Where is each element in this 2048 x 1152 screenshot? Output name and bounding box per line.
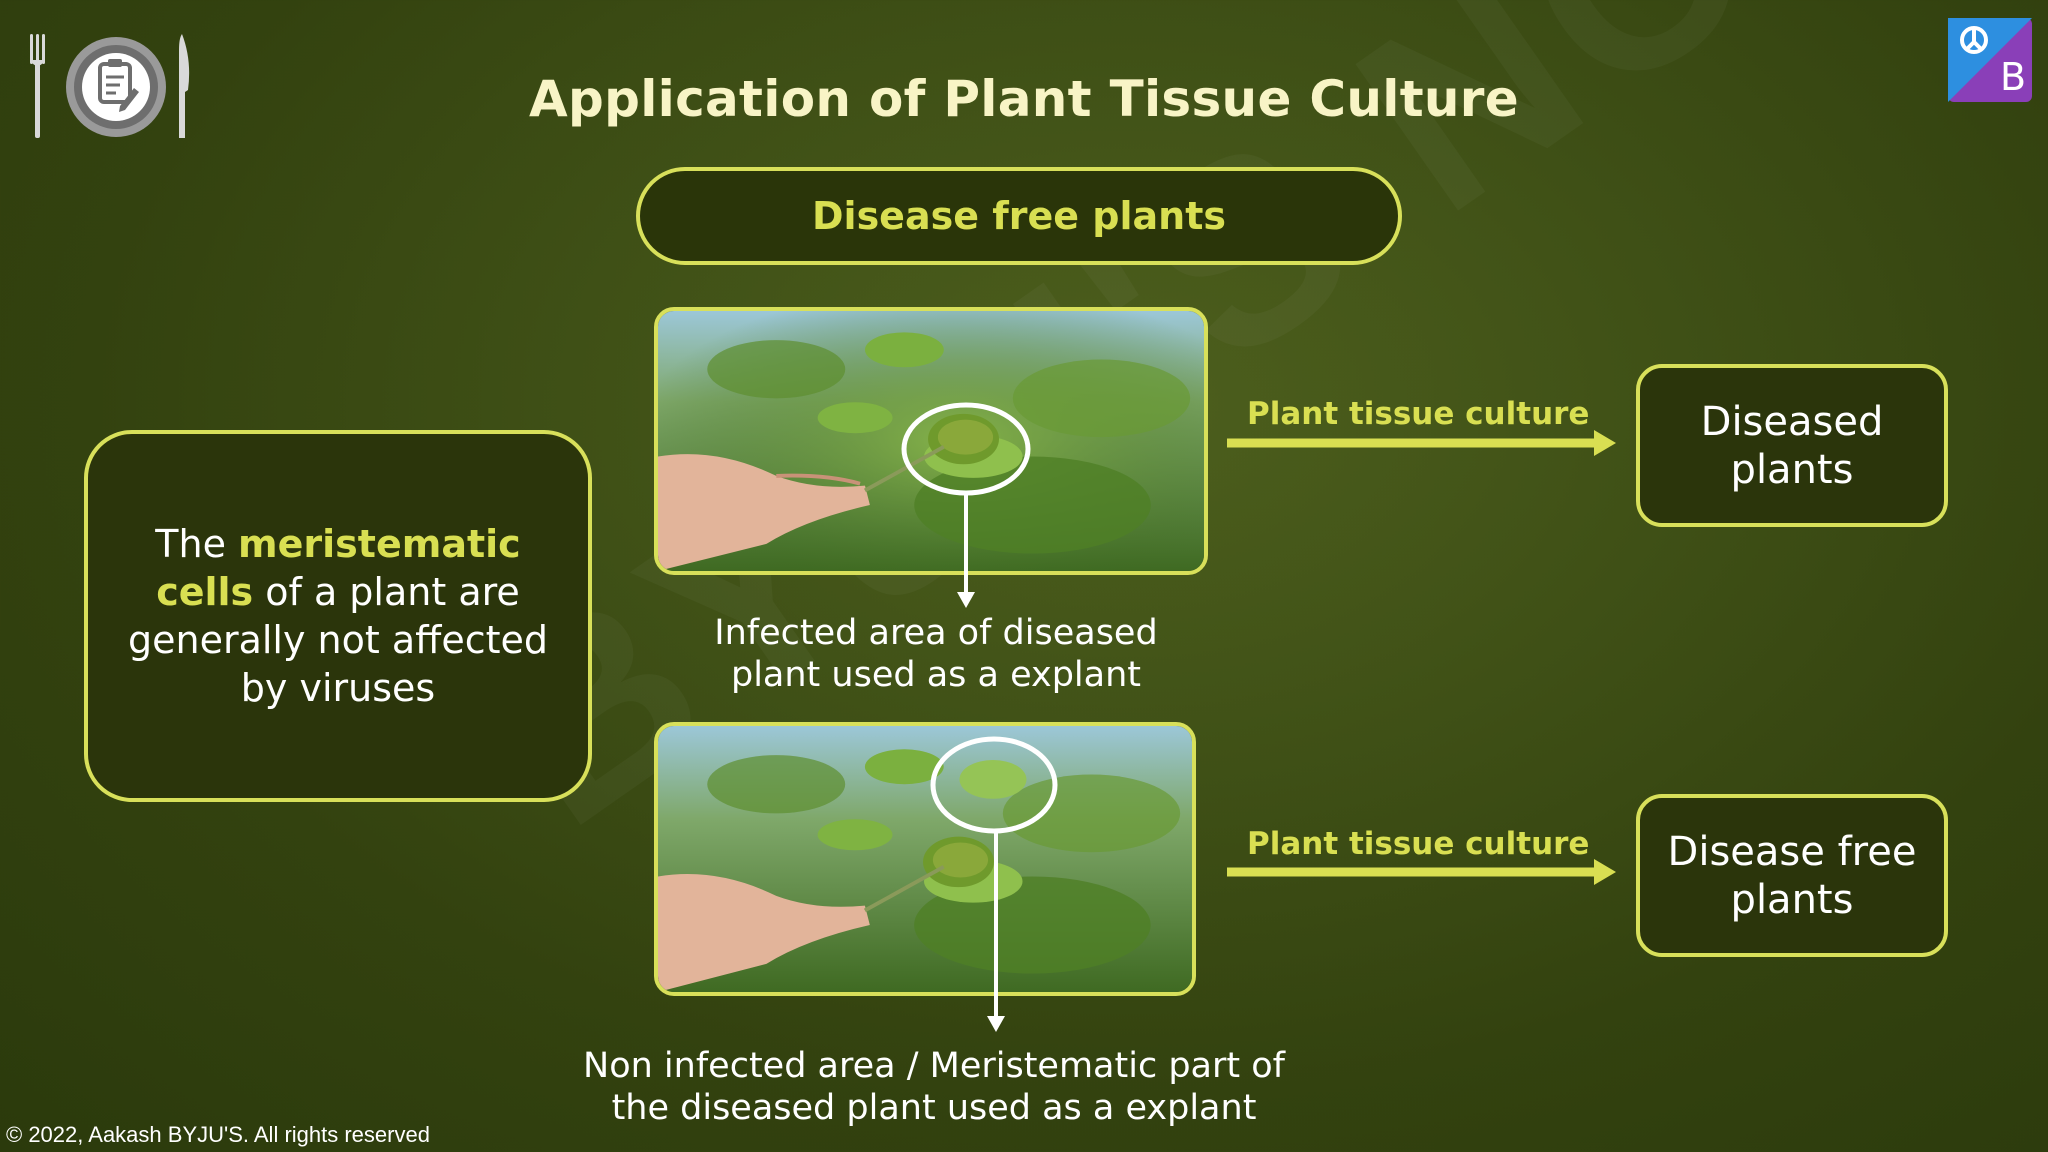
svg-text:B: B: [2000, 55, 2026, 99]
copyright-text: © 2022, Aakash BYJU'S. All rights reserv…: [6, 1122, 430, 1147]
arrow-label-bottom: Plant tissue culture: [1247, 826, 1590, 862]
caption-infected-line1: Infected area of diseased: [714, 613, 1158, 653]
info-text-post: of a plant are generally not affected by…: [127, 570, 548, 710]
info-text-pre: The: [155, 522, 239, 566]
byjus-logo-icon: B: [1948, 18, 2032, 102]
caption-infected-line2: plant used as a explant: [730, 655, 1142, 695]
page-title: Application of Plant Tissue Culture: [529, 70, 1519, 128]
info-text: The meristematic cells of a plant are ge…: [118, 520, 558, 712]
result-box-diseased: Diseased plants: [1636, 364, 1948, 527]
arrow-label-top: Plant tissue culture: [1247, 396, 1590, 432]
notes-plate-icon: [30, 34, 190, 138]
explant-photo-meristem: [654, 722, 1196, 996]
info-text-highlight: meristematic cells: [156, 522, 521, 614]
caption-infected: Infected area of diseased plant used as …: [636, 612, 1236, 696]
caption-meristem-line1: Non infected area / Meristematic part of: [583, 1046, 1285, 1086]
topic-pill: Disease free plants: [636, 167, 1402, 265]
result-box-disease-free: Disease free plants: [1636, 794, 1948, 957]
explant-photo-infected: [654, 307, 1208, 575]
fork-icon: [30, 34, 45, 138]
caption-meristem-line2: the diseased plant used as a explant: [611, 1088, 1257, 1128]
info-box: The meristematic cells of a plant are ge…: [84, 430, 592, 802]
arrow-bottom: [1227, 859, 1616, 885]
arrow-top: [1227, 430, 1616, 456]
caption-meristem: Non infected area / Meristematic part of…: [534, 1045, 1334, 1129]
knife-icon: [179, 34, 190, 138]
